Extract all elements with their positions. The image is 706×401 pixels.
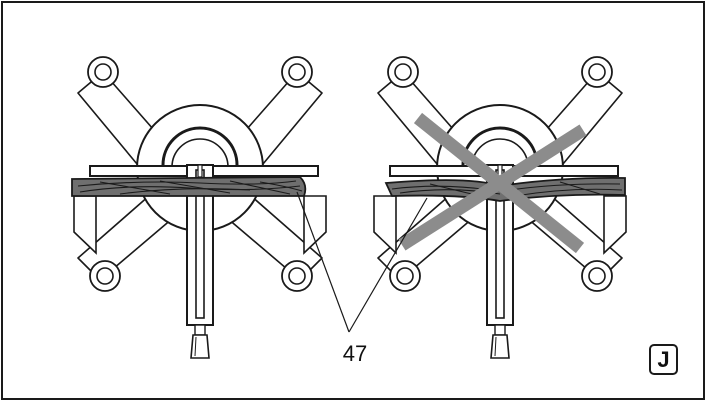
incorrect-view [372, 55, 628, 360]
figure-letter: J [657, 347, 669, 372]
brush-strip-straight [71, 176, 307, 197]
figure-tag: J [649, 344, 678, 375]
callout-number: 47 [343, 341, 367, 366]
cross-out-mark [398, 112, 587, 254]
correct-view [71, 55, 328, 360]
callout-leaders [296, 191, 428, 333]
